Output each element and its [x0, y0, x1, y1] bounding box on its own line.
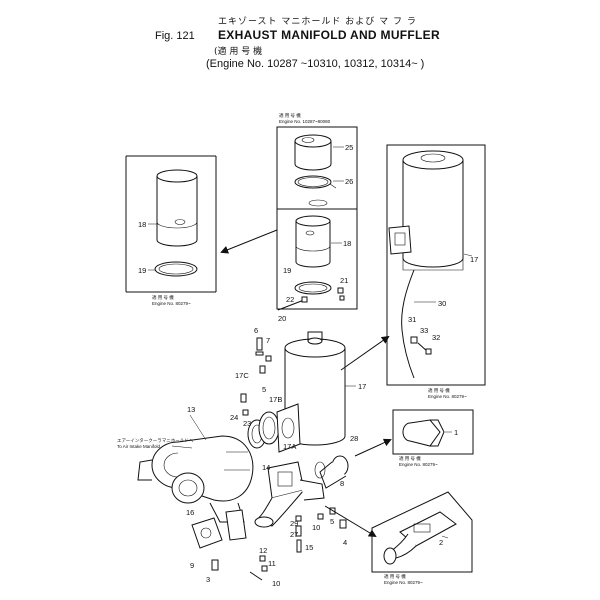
arrow-to-left-inset	[220, 229, 278, 254]
inset-top-center: 適 用 号 機 Engine No. 10287~80080 25 26	[276, 112, 358, 210]
lower-bracket-parts: 16 9 12 11 10 3	[186, 508, 280, 588]
part-1-elbow-upper	[402, 419, 445, 447]
title-japanese: エキゾースト マニホールド および マ フ ラ	[218, 17, 417, 27]
inset-center: 18 19 21 22 20	[276, 208, 358, 323]
inset-left-upper: 18 19 適 用 号 機 Engine No. 80279~	[125, 155, 278, 306]
label-25: 25	[345, 143, 353, 152]
label-28: 28	[350, 434, 358, 443]
label-7: 7	[266, 336, 270, 345]
label-26: 26	[345, 177, 353, 186]
lower-bolts: 29 27 15 10 5 4	[290, 507, 347, 553]
label-13: 13	[187, 405, 195, 414]
label-1-upper: 1	[454, 428, 458, 437]
aircooler-leader	[171, 445, 193, 449]
part-21-bolt-pair	[337, 287, 345, 301]
parts-17B-24-23-gaskets: 17B 24 23	[230, 393, 301, 453]
label-22: 22	[286, 295, 294, 304]
label-9: 9	[190, 561, 194, 570]
inset-left-caption-jp: 適 用 号 機	[152, 294, 174, 301]
label-21: 21	[340, 276, 348, 285]
label-16: 16	[186, 508, 194, 517]
inset-right-lower-caption-jp: 適 用 号 機	[384, 573, 406, 580]
inset-right-caption-jp: 適 用 号 機	[428, 387, 450, 394]
inset-right-caption: Engine No. 80279~	[428, 394, 467, 399]
inset-top-caption: Engine No. 10287~80080	[279, 119, 331, 124]
label-17-right: 17	[470, 255, 478, 264]
label-11: 11	[268, 559, 276, 568]
inset-box-right-middle	[392, 409, 474, 455]
label-4-lower: 4	[343, 538, 347, 547]
part-26-clamp	[294, 175, 337, 189]
part-25-sleeve	[294, 134, 332, 171]
inset-right-lower-caption: Engine No. 80279~	[384, 580, 423, 585]
label-29: 29	[290, 519, 298, 528]
label-17C: 17C	[235, 371, 249, 380]
part-30-drain-pipe	[401, 269, 415, 379]
label-20: 20	[278, 314, 286, 323]
aircooler-caption-jp: エアーインタークーラマニホールドへ	[117, 437, 194, 444]
label-19-left: 19	[138, 266, 146, 275]
label-24: 24	[230, 413, 238, 422]
label-3: 3	[206, 575, 210, 584]
label-19-center: 19	[283, 266, 291, 275]
figure-header: Fig. 121 エキゾースト マニホールド および マ フ ラ EXHAUST…	[0, 0, 600, 80]
inset-right-middle-caption-jp: 適 用 号 機	[399, 455, 421, 462]
inset-right-upper: 17 30 31 33 32 適 用 号 機 Engine No. 80279~	[340, 144, 486, 399]
part-17-muffler-right	[388, 150, 464, 271]
inset-box-right-lower	[371, 491, 473, 573]
label-12: 12	[259, 546, 267, 555]
inset-box-right	[386, 144, 486, 386]
part-18-sleeve-center	[295, 215, 331, 268]
part-33-32-fittings	[410, 336, 432, 355]
label-2: 2	[439, 538, 443, 547]
part-2-exhaust-elbow	[383, 511, 457, 565]
label-32: 32	[432, 333, 440, 342]
turbocharger: 13 エアーインタークーラマニホールドへ To Air Intake Manif…	[117, 405, 254, 523]
inset-right-middle: 1 適 用 号 機 Engine No. 80279~	[392, 409, 474, 467]
label-10: 10	[272, 579, 280, 588]
inset-box-left	[125, 155, 217, 293]
part-19-clamp-left	[154, 261, 198, 277]
label-6: 6	[254, 326, 258, 335]
part-17-muffler-main: 17	[284, 331, 366, 446]
applicability-japanese: (適 用 号 機	[214, 47, 263, 57]
engine-number-range: (Engine No. 10287 ~10310, 10312, 10314~ …	[206, 58, 425, 70]
parts-6-7-5-bolts: 6 7 5	[254, 326, 272, 394]
label-17-main: 17	[358, 382, 366, 391]
label-27: 27	[290, 530, 298, 539]
label-5-upper: 5	[262, 385, 266, 394]
label-8: 8	[340, 479, 344, 488]
label-23: 23	[243, 419, 251, 428]
part-19-clamp-center	[294, 281, 332, 295]
label-17-lower: 17A	[283, 442, 296, 451]
label-17B: 17B	[269, 395, 282, 404]
inset-right-middle-caption: Engine No. 80279~	[399, 462, 438, 467]
inset-right-lower: 2 適 用 号 機 Engine No. 80279~	[324, 491, 473, 585]
label-18-center: 18	[343, 239, 351, 248]
inset-box-center	[276, 208, 358, 310]
label-33: 33	[420, 326, 428, 335]
label-18-left: 18	[138, 220, 146, 229]
label-5-lower: 5	[330, 517, 334, 526]
title-english: EXHAUST MANIFOLD AND MUFFLER	[218, 28, 440, 42]
part-18-sleeve-left	[156, 169, 198, 247]
small-ring	[308, 199, 328, 207]
label-31: 31	[408, 315, 416, 324]
label-15: 15	[305, 543, 313, 552]
arrow-to-right-middle-inset	[354, 438, 392, 457]
label-14: 14	[262, 463, 270, 472]
aircooler-caption: To Air Intake Manifold	[117, 444, 161, 449]
exhaust-elbow-assembly: 17A 14 28 8	[254, 434, 392, 528]
label-7-lower: 10	[312, 523, 320, 532]
figure-number: Fig. 121	[155, 30, 195, 42]
part-20-bolt	[277, 296, 308, 311]
arrow-to-right-lower-inset	[324, 505, 377, 538]
inset-left-caption: Engine No. 80279~	[152, 301, 191, 306]
inset-top-caption-jp: 適 用 号 機	[279, 112, 301, 119]
arrow-to-right-inset	[340, 335, 390, 371]
label-30: 30	[438, 299, 446, 308]
